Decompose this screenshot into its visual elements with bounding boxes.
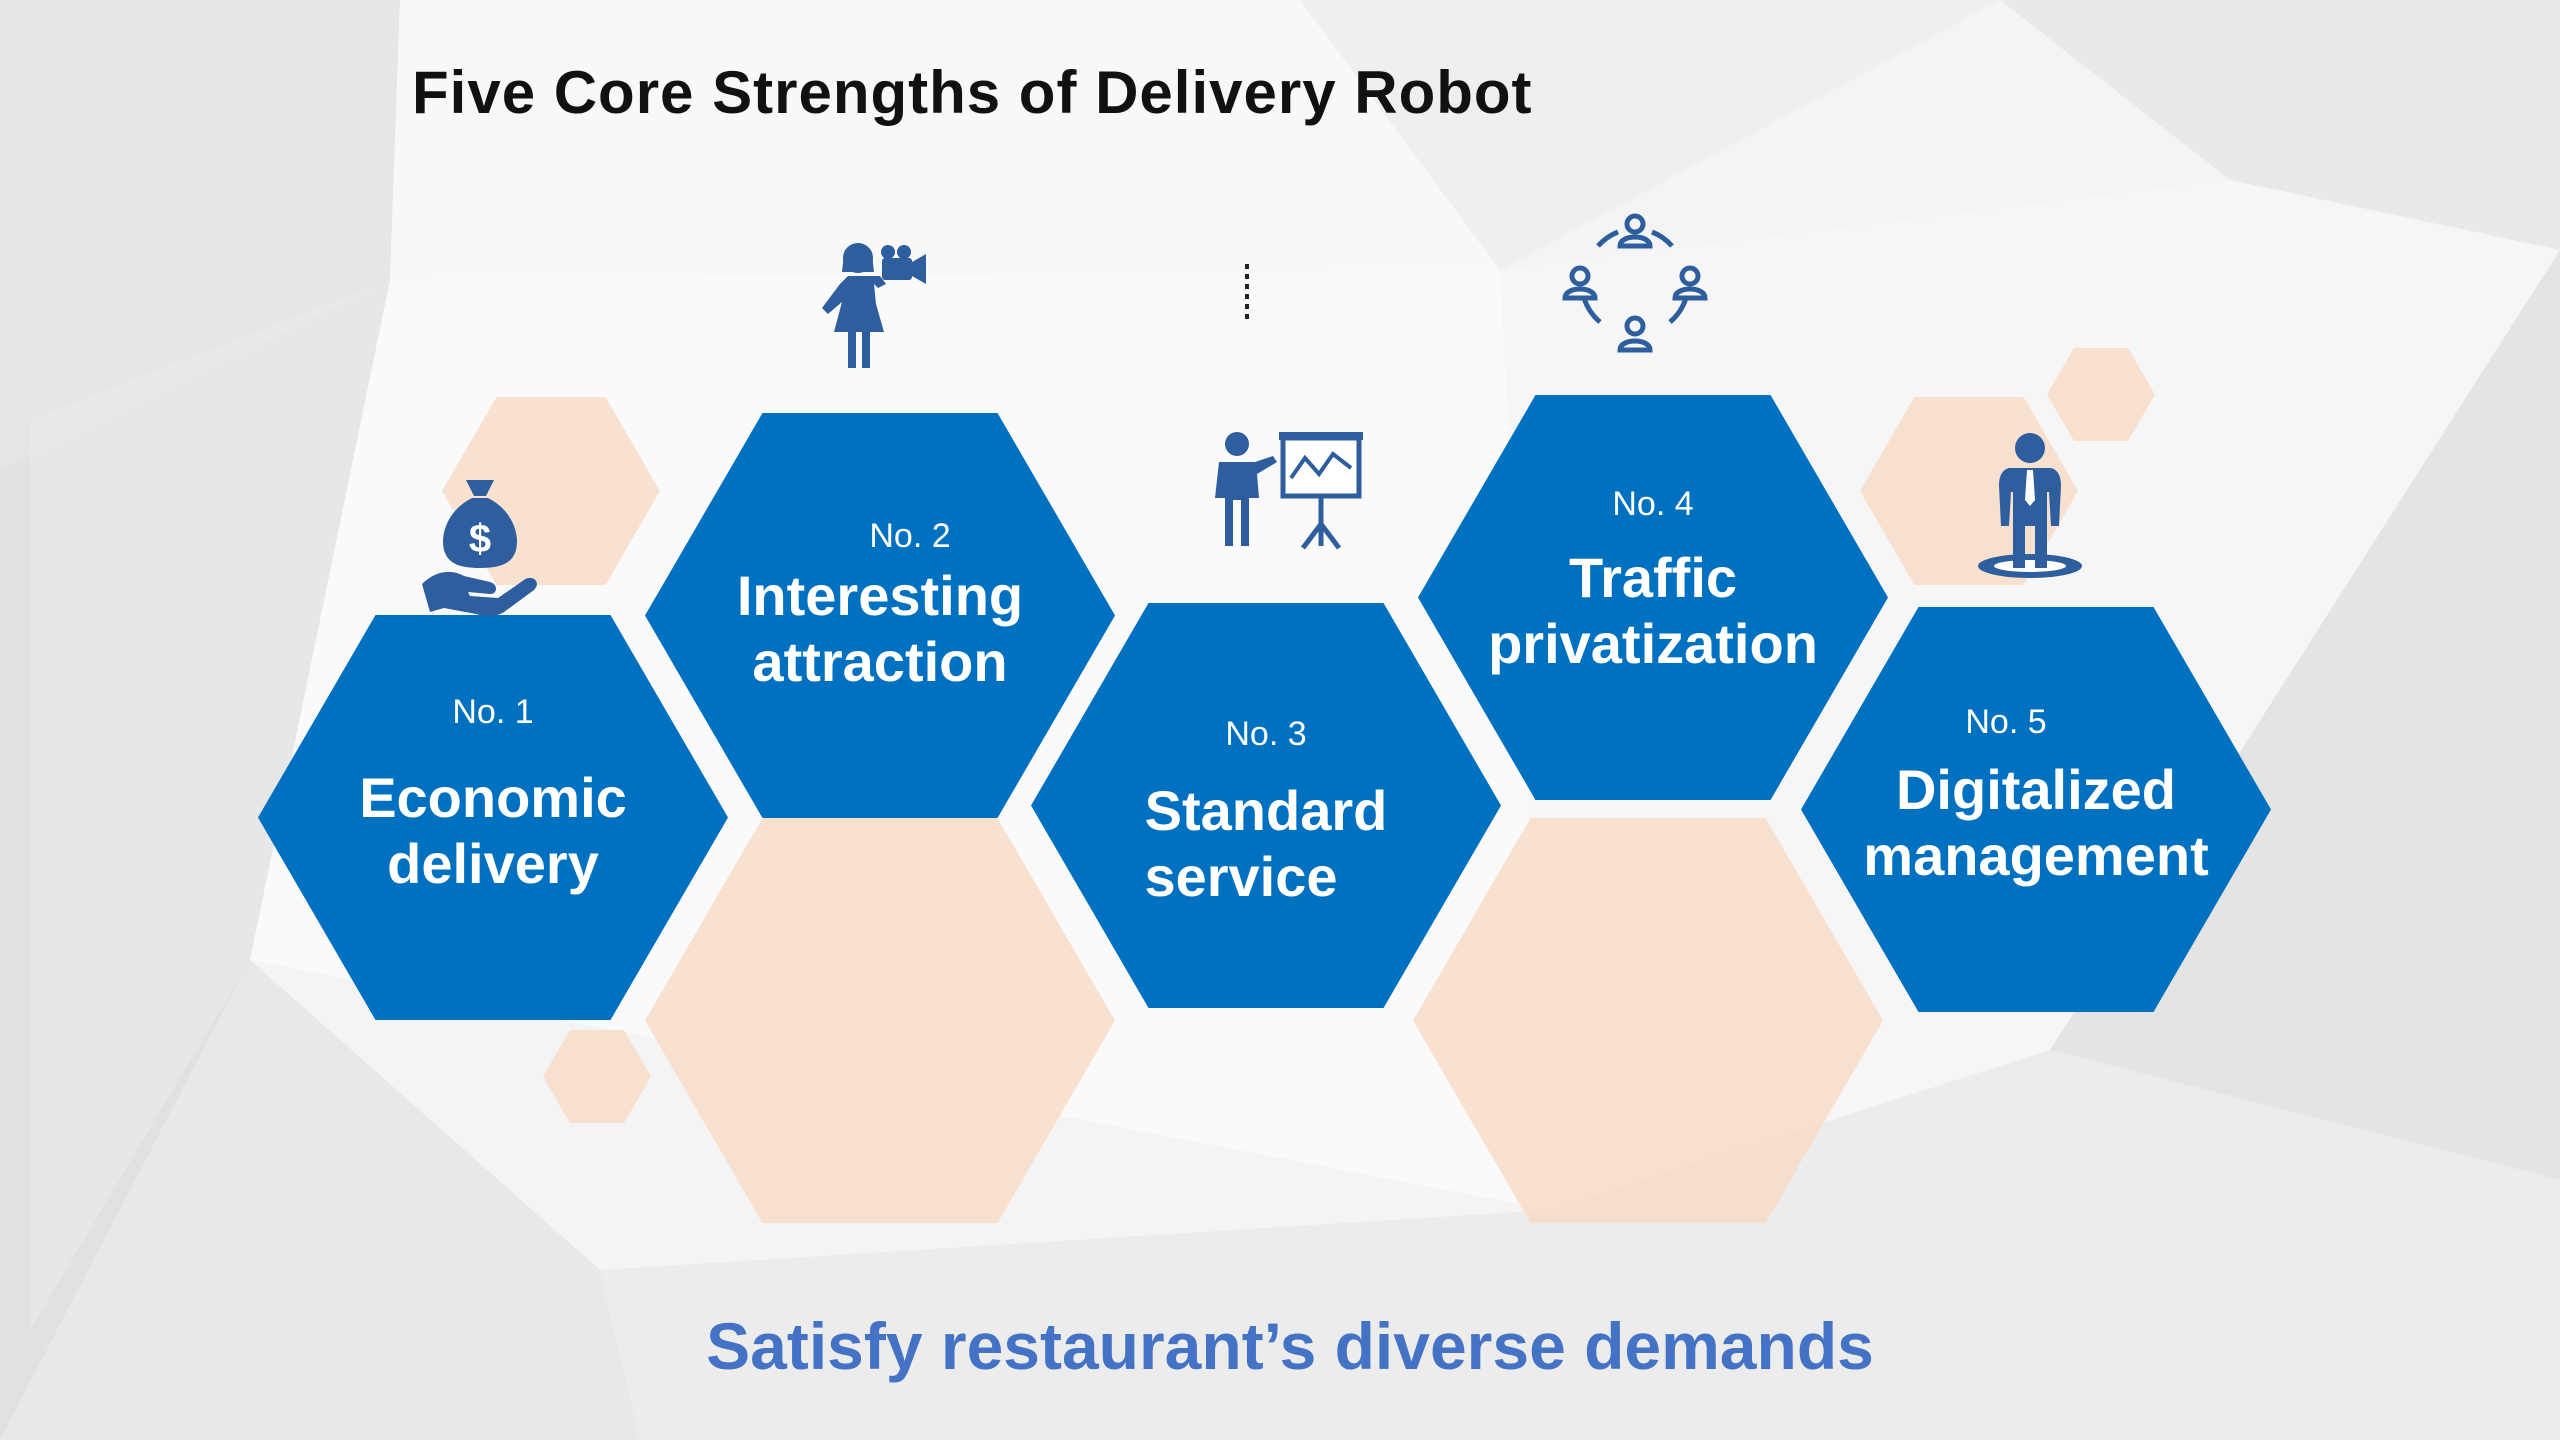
- strength-number: No. 3: [1225, 715, 1307, 753]
- person-target-icon: [1978, 433, 2082, 578]
- strength-hexagon-4: No. 4 Traffic privatization: [1418, 395, 1888, 800]
- money-bag-hand-icon: $: [422, 480, 537, 617]
- presenter-chart-icon: [1215, 432, 1363, 550]
- strength-label-line2: delivery: [387, 832, 599, 895]
- woman-camera-icon: [822, 243, 926, 368]
- user-network-icon: [1562, 213, 1708, 353]
- strength-label-line2: management: [1863, 824, 2209, 887]
- page-subtitle: Satisfy restaurant’s diverse demands: [706, 1309, 1874, 1383]
- strength-label-line1: Interesting: [736, 564, 1024, 627]
- strength-number: No. 5: [1965, 703, 2047, 741]
- strength-label-line2: privatization: [1488, 612, 1818, 675]
- strength-number: No. 2: [869, 517, 951, 555]
- svg-text:$: $: [469, 517, 491, 561]
- strength-label-line2: service: [1144, 845, 1338, 908]
- strength-label-line1: Economic: [359, 766, 627, 829]
- strength-label-line1: Traffic: [1568, 546, 1738, 609]
- strength-number: No. 4: [1612, 485, 1694, 523]
- strength-label-line1: Standard: [1144, 779, 1388, 842]
- strength-label-line1: Digitalized: [1895, 758, 2177, 821]
- strength-number: No. 1: [452, 693, 534, 731]
- page-title: Five Core Strengths of Delivery Robot: [412, 59, 1533, 126]
- strength-hexagon-3: No. 3 Standard service: [1031, 603, 1501, 1008]
- decor-hexagon: [543, 1030, 651, 1123]
- strength-label-line2: attraction: [752, 630, 1008, 693]
- decor-hexagon: [2047, 348, 2155, 441]
- decor-hexagon: [1413, 818, 1883, 1223]
- ellipsis-vertical-icon: [1245, 264, 1249, 319]
